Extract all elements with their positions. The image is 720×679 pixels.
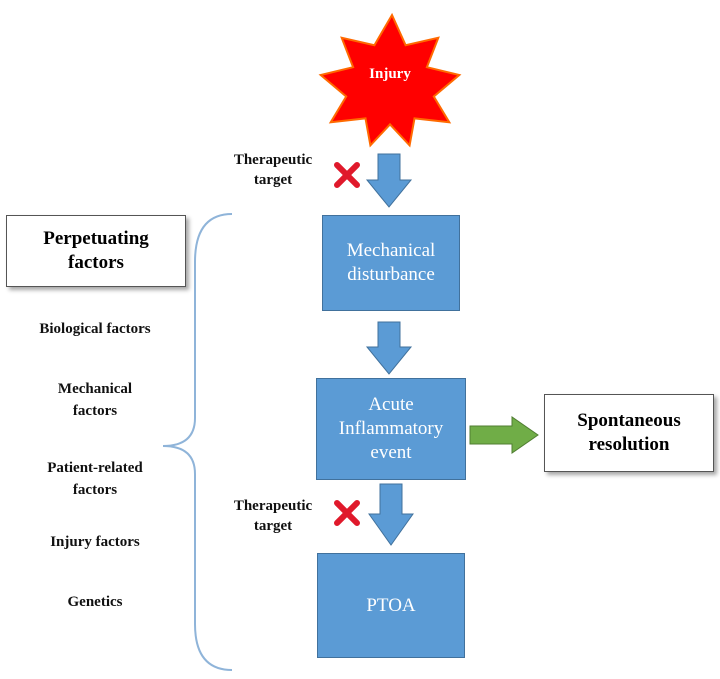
mechanical-disturbance-box: Mechanical disturbance (322, 215, 460, 311)
factor-item-injury: Injury factors (50, 534, 140, 550)
acute-inflammatory-event-label: Acute Inflammatory event (338, 394, 444, 463)
cross-icon-top (334, 162, 360, 188)
curly-brace (162, 213, 233, 671)
injury-starburst-shape (318, 12, 462, 148)
perpetuating-factors-title: Perpetuating factors (43, 228, 149, 273)
factor-item-mechanical: Mechanical factors (57, 381, 133, 419)
therapeutic-target-label-bottom: Therapeutic target (233, 498, 313, 534)
cross-icon-bottom (334, 500, 360, 526)
factor-item-patient-related: Patient-related factors (47, 460, 143, 498)
acute-inflammatory-event-box: Acute Inflammatory event (316, 378, 466, 480)
injury-label: Injury (369, 66, 411, 82)
factor-item-biological: Biological factors (39, 321, 151, 337)
ptoa-box: PTOA (317, 553, 465, 658)
factor-item-genetics: Genetics (67, 594, 123, 610)
therapeutic-target-label-top: Therapeutic target (233, 152, 313, 188)
perpetuating-factors-box: Perpetuating factors (6, 215, 186, 287)
spontaneous-resolution-box: Spontaneous resolution (544, 394, 714, 472)
down-arrow-3 (368, 483, 414, 546)
spontaneous-resolution-label: Spontaneous resolution (577, 410, 681, 455)
ptoa-label: PTOA (366, 594, 416, 616)
down-arrow-1 (365, 153, 413, 208)
mechanical-disturbance-label: Mechanical disturbance (346, 240, 436, 285)
right-arrow-green (469, 416, 539, 454)
down-arrow-2 (365, 321, 413, 375)
